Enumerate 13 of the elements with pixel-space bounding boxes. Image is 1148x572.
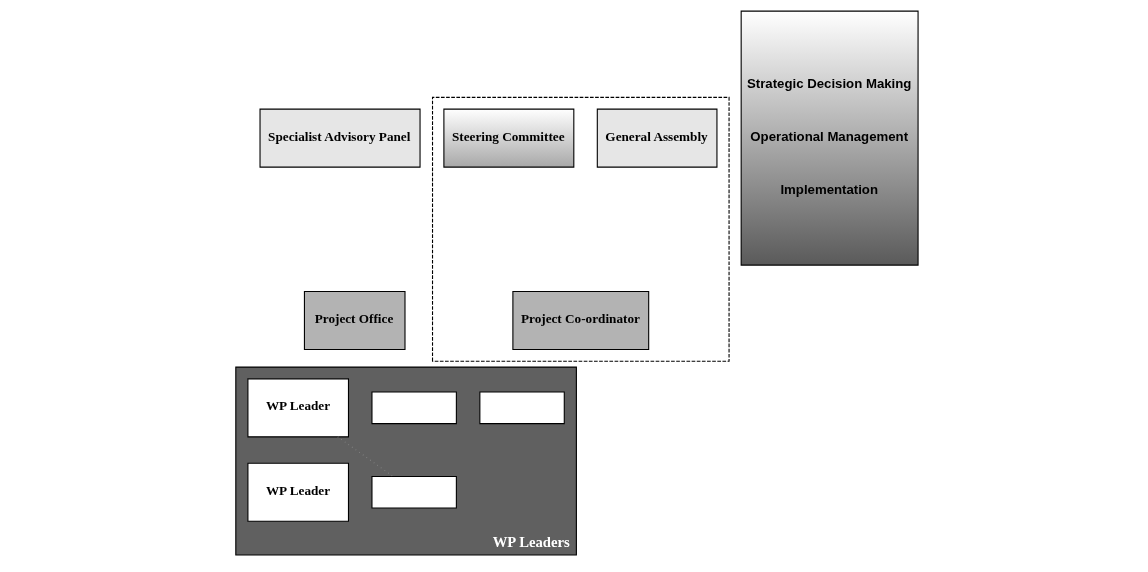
node-box: Project Office	[303, 290, 406, 351]
node-box: Steering Committee	[443, 108, 575, 168]
node-box: Project Co-ordinator	[512, 290, 650, 351]
cluster	[431, 96, 730, 362]
node-box	[479, 391, 565, 425]
node-box	[371, 475, 457, 509]
node-box: WP Leader	[247, 462, 350, 522]
node-box: Strategic Decision Making Operational Management Implementation	[740, 10, 919, 266]
node-box: Specialist Advisory Panel	[259, 108, 421, 168]
node-box: WP Leader	[247, 378, 350, 438]
node-box	[371, 391, 457, 425]
node-box: General Assembly	[596, 108, 718, 168]
connector	[337, 436, 394, 477]
